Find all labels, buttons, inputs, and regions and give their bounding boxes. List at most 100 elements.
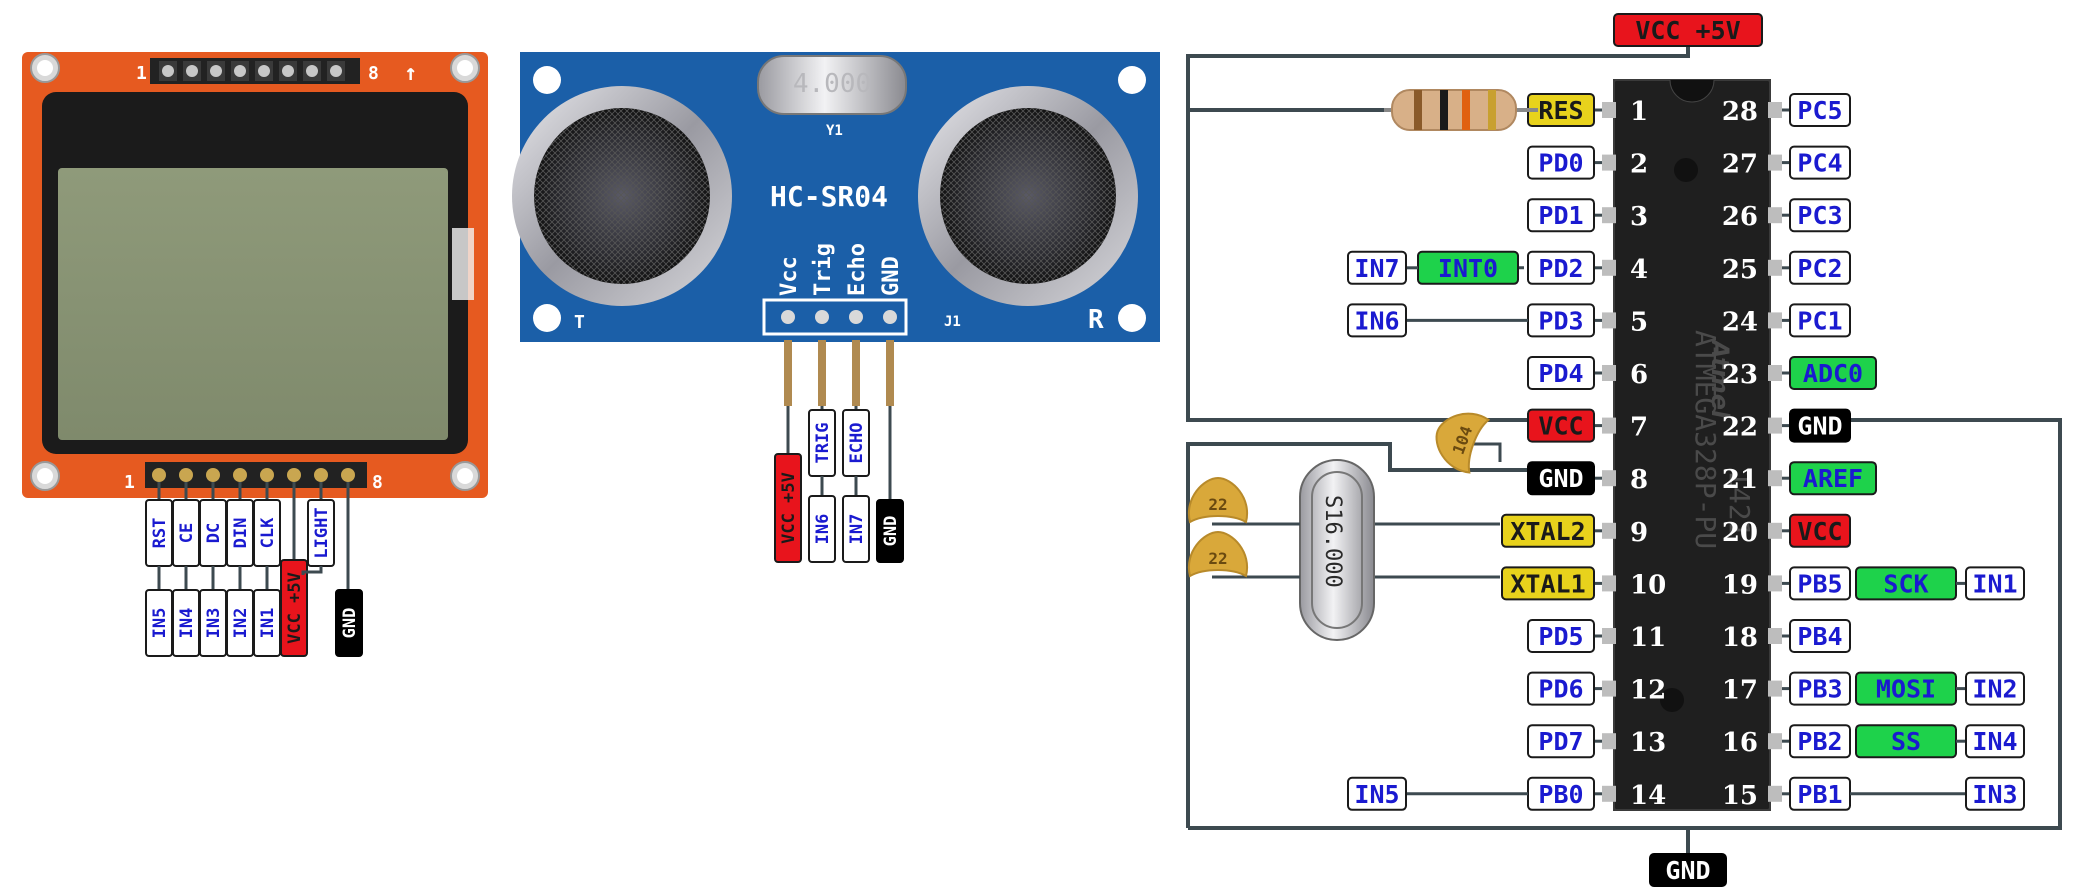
header-pin	[282, 65, 294, 77]
pin-label-pb5: PB5	[1789, 566, 1851, 601]
chip-leg	[1602, 154, 1616, 171]
chip-leg	[1602, 417, 1616, 434]
sonar-pin-label: Echo	[845, 243, 870, 296]
pin-label-pd4: PD4	[1527, 356, 1595, 390]
lcd-top-pin-first: 1	[136, 63, 147, 84]
pin-number: 1	[1630, 97, 1648, 127]
pin-label-pd6: PD6	[1527, 671, 1595, 706]
pin-number: 14	[1630, 781, 1666, 811]
pin-label-pb0-text: PB0	[1538, 780, 1583, 809]
lcd-signal-vcc: VCC +5V	[280, 559, 308, 657]
lcd-signal-gnd: GND	[335, 589, 363, 657]
func-ss: SS	[1855, 724, 1957, 759]
chip-leg	[1768, 417, 1782, 434]
header-pin	[306, 65, 318, 77]
sonar-pin-hole	[815, 310, 829, 324]
pin-label-xtal2-text: XTAL2	[1510, 517, 1585, 546]
pin-number: 23	[1722, 360, 1758, 390]
chip-leg	[1602, 628, 1616, 644]
header-pin	[287, 468, 301, 482]
reset-resistor	[1384, 89, 1538, 131]
header-pin	[233, 468, 247, 482]
lcd-signal-light: LIGHT	[307, 499, 335, 567]
pin-label-pc1-text: PC1	[1797, 306, 1842, 335]
pin-number: 13	[1630, 728, 1666, 758]
sonar-pin-hole	[849, 310, 863, 324]
input-in5: IN5	[1347, 776, 1407, 811]
pin-number: 16	[1722, 728, 1758, 758]
chip-date-code: 1421	[1723, 470, 1756, 537]
func-int0: INT0	[1417, 250, 1519, 285]
sonar-echo-input-text: IN7	[847, 514, 867, 545]
input-in4: IN4	[1965, 724, 2025, 759]
input-in1: IN1	[1965, 566, 2025, 601]
pin-label-pd2: PD2	[1527, 250, 1595, 285]
lcd-input-in2: IN2	[226, 589, 254, 657]
mcu-power-tags: VCC +5V GND	[1613, 13, 1763, 887]
lcd-signal-din: DIN	[226, 499, 254, 567]
pin-label-pb2-text: PB2	[1797, 727, 1842, 756]
lcd-signal-ce: CE	[172, 499, 200, 567]
pin-label-pb5-text: PB5	[1797, 569, 1842, 598]
sonar-transmitter	[512, 86, 732, 306]
func-sck: SCK	[1855, 566, 1957, 601]
chip-leg	[1602, 365, 1616, 381]
chip-leg	[1602, 207, 1616, 224]
pin-label-pd3-text: PD3	[1538, 306, 1583, 335]
bottom-gnd-tag: GND	[1649, 853, 1727, 887]
lcd-signal-rst-text: RST	[150, 518, 170, 549]
input-in7: IN7	[1347, 250, 1407, 285]
chip-leg	[1602, 785, 1616, 802]
lcd-input-in5-text: IN5	[150, 608, 170, 639]
pin-label-pc5: PC5	[1789, 93, 1851, 127]
bottom-gnd-tag-text: GND	[1665, 856, 1710, 885]
pin-label-gnd: GND	[1527, 461, 1595, 496]
pin-number: 18	[1722, 623, 1758, 653]
sonar-header-outline	[762, 298, 908, 336]
sonar-echo-input: IN7	[842, 495, 870, 563]
header-pin	[152, 468, 166, 482]
pin-number: 28	[1722, 97, 1758, 127]
lcd-signal-gnd-text: GND	[340, 608, 360, 639]
ceramic-capacitor: 22	[1187, 476, 1249, 524]
top-vcc-tag-text: VCC +5V	[1635, 16, 1740, 45]
chip-leg	[1768, 522, 1782, 539]
pin-label-pb1-text: PB1	[1797, 780, 1842, 809]
func-int0-text: INT0	[1438, 254, 1498, 283]
pin-number: 27	[1722, 150, 1758, 180]
pin-label-gnd-text: GND	[1797, 412, 1842, 441]
func-mosi: MOSI	[1855, 671, 1957, 706]
lcd-input-in1: IN1	[253, 589, 281, 657]
sonar-hole	[533, 66, 561, 94]
sonar-model: HC-SR04	[770, 180, 888, 213]
chip-leg	[1768, 102, 1782, 118]
atmega-chip-body	[1614, 80, 1770, 810]
pin-label-pc1: PC1	[1789, 303, 1851, 338]
pin-number: 11	[1630, 623, 1666, 653]
header-pin	[234, 65, 246, 77]
input-in6-text: IN6	[1354, 306, 1399, 335]
pin-label-vcc-text: VCC	[1538, 412, 1583, 441]
sonar-pin-label: Trig	[811, 243, 836, 296]
func-ss-text: SS	[1891, 727, 1921, 756]
vcc-rail	[1186, 30, 1690, 422]
input-in2-text: IN2	[1972, 675, 2017, 704]
lcd-signal-ce-text: CE	[177, 523, 197, 543]
chip-dimple	[1674, 158, 1698, 182]
sonar-trig-input: IN6	[808, 495, 836, 563]
sonar-echo-tag: ECHO	[842, 409, 870, 477]
pin-label-res: RES	[1527, 93, 1595, 127]
chip-dimple	[1660, 688, 1684, 712]
lcd-signal-dc: DC	[199, 499, 227, 567]
pin-number: 22	[1722, 413, 1758, 443]
pin-label-vcc-text: VCC	[1797, 517, 1842, 546]
sonar-pin-label: GND	[879, 256, 904, 296]
pin-label-aref-text: AREF	[1803, 464, 1863, 493]
lcd-mounting-holes	[30, 53, 480, 491]
pin-label-pd6-text: PD6	[1538, 675, 1583, 704]
pin-label-vcc: VCC	[1527, 408, 1595, 443]
